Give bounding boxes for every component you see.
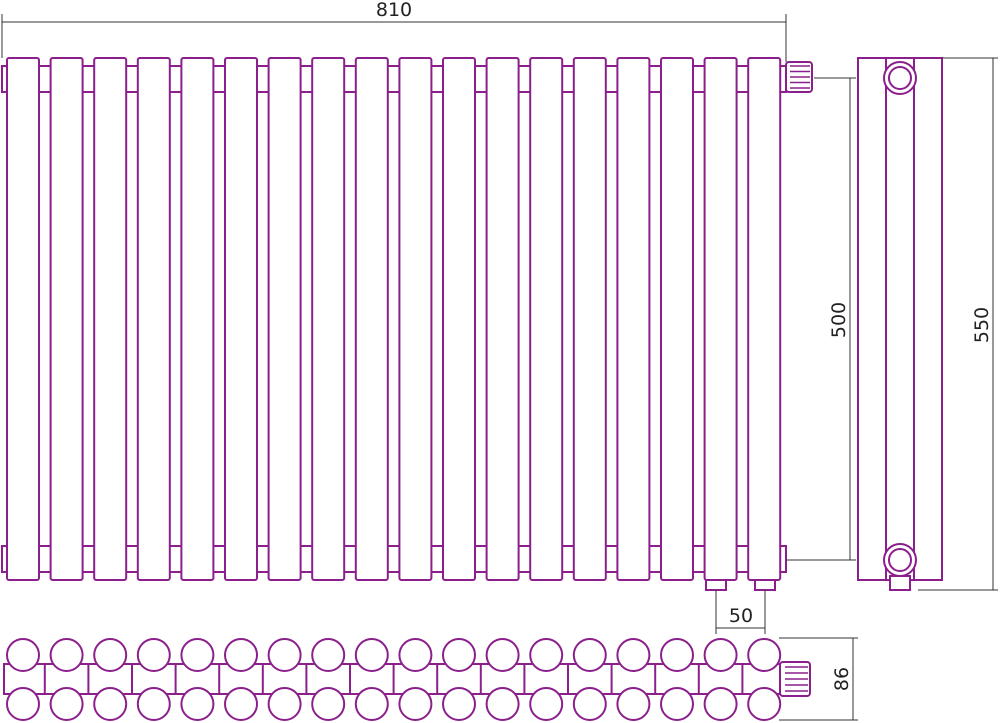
top-view-rear-tube [49, 687, 84, 721]
top-view-valve [779, 661, 811, 697]
bottom-connector [754, 579, 776, 591]
top-view-front-tube [747, 638, 782, 672]
top-view-rear-tube [660, 687, 694, 721]
top-view-rear-tube [136, 687, 171, 721]
radiator-section [529, 57, 564, 581]
radiator-section [660, 57, 694, 581]
bottom-connectors [705, 579, 776, 591]
connection-spacing-label: 50 [729, 605, 753, 627]
top-collector [1, 65, 787, 93]
top-view-rear-tube [616, 687, 651, 721]
radiator-section [49, 57, 84, 581]
radiator-section [311, 57, 346, 581]
radiator-section [93, 57, 128, 581]
depth-label: 86 [831, 667, 853, 691]
top-view-collector-band [3, 663, 781, 695]
top-view-rear-tube [311, 687, 346, 721]
side-view [857, 57, 943, 591]
top-view [3, 638, 811, 721]
side-bottom-connection-inner [888, 548, 912, 572]
top-view-front-tube [93, 638, 128, 672]
top-view-rear-tube [442, 687, 476, 721]
top-view-front-tube [136, 638, 171, 672]
radiator-section [485, 57, 520, 581]
top-view-front-tube [49, 638, 84, 672]
radiator-section [354, 57, 389, 581]
top-view-front-tube [572, 638, 607, 672]
radiator-section [703, 57, 738, 581]
radiator-section [6, 57, 40, 581]
front-view [1, 57, 813, 591]
overall-height-label: 550 [971, 307, 993, 343]
side-top-connection-inner [888, 66, 912, 90]
top-view-rear-tube [6, 687, 40, 721]
top-view-front-tube [311, 638, 346, 672]
top-view-front-tube [180, 638, 215, 672]
top-view-front-tube [529, 638, 564, 672]
top-view-joints [3, 663, 781, 695]
radiator-section [180, 57, 215, 581]
side-bottom-fitting [889, 575, 911, 591]
top-view-rear-tube [224, 687, 258, 721]
thermostatic-valve [785, 61, 813, 93]
center-distance-label: 500 [828, 302, 850, 338]
top-view-front-tube [267, 638, 302, 672]
top-view-front-tube [660, 638, 694, 672]
radiator-section [616, 57, 651, 581]
top-view-rear-tube [572, 687, 607, 721]
top-view-front-tube [485, 638, 520, 672]
top-view-section-tubes [6, 638, 782, 721]
top-view-rear-tube [93, 687, 128, 721]
overall-width-label: 810 [376, 0, 412, 21]
top-view-front-tube [398, 638, 433, 672]
radiator-section [267, 57, 302, 581]
top-view-front-tube [224, 638, 258, 672]
top-view-rear-tube [354, 687, 389, 721]
radiator-section [442, 57, 476, 581]
top-view-rear-tube [398, 687, 433, 721]
top-view-rear-tube [529, 687, 564, 721]
top-view-front-tube [616, 638, 651, 672]
radiator-section [224, 57, 258, 581]
side-panel [857, 57, 943, 581]
radiator-sections [6, 57, 782, 581]
top-view-front-tube [442, 638, 476, 672]
top-view-rear-tube [747, 687, 782, 721]
bottom-collector [1, 545, 787, 573]
top-view-rear-tube [180, 687, 215, 721]
top-view-front-tube [6, 638, 40, 672]
top-view-rear-tube [267, 687, 302, 721]
radiator-section [398, 57, 433, 581]
radiator-section [572, 57, 607, 581]
radiator-section [136, 57, 171, 581]
radiator-section [747, 57, 782, 581]
top-view-rear-tube [485, 687, 520, 721]
collector-pipes [1, 65, 787, 573]
top-view-front-tube [354, 638, 389, 672]
bottom-connector [705, 579, 727, 591]
top-view-front-tube [703, 638, 738, 672]
top-view-rear-tube [703, 687, 738, 721]
